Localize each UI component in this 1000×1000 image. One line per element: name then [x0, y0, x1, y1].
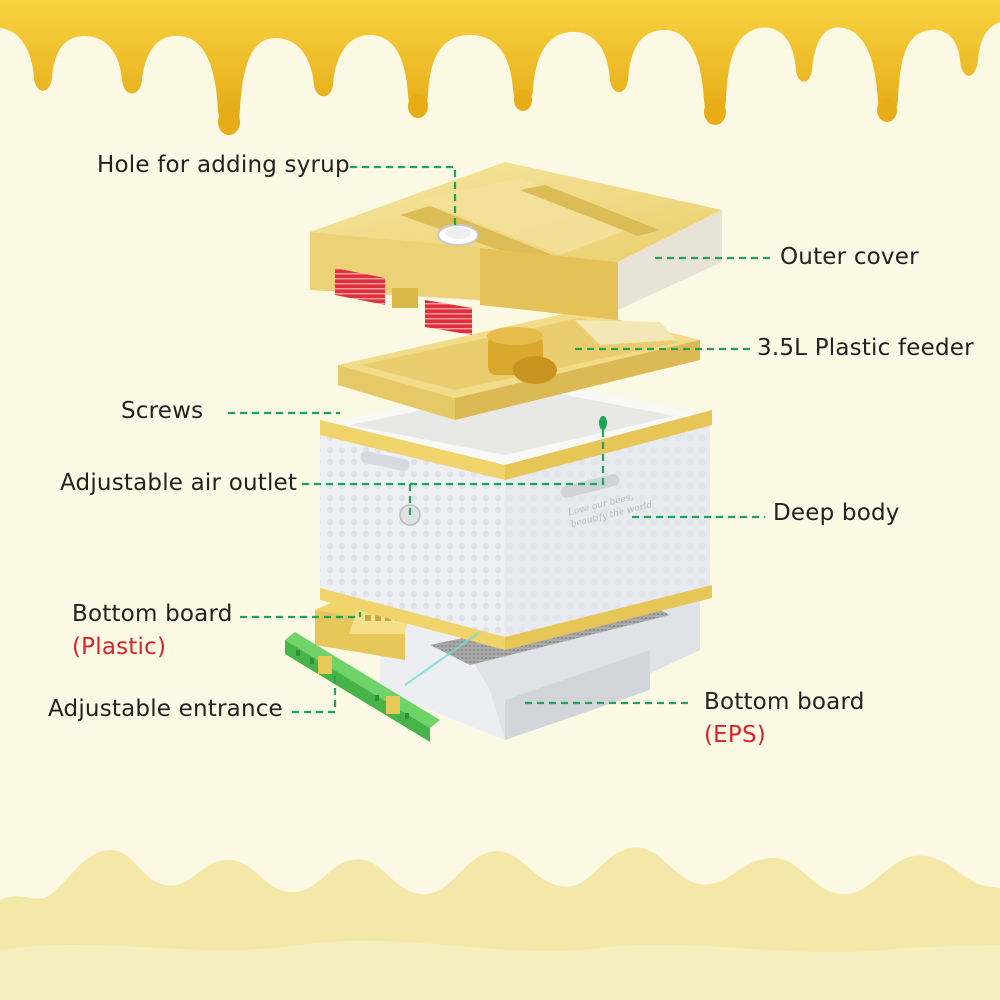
- entrance-reducer: [285, 632, 440, 742]
- outer-cover: [310, 162, 722, 335]
- label-outer-cover: Outer cover: [780, 244, 919, 270]
- honey-drip-icon: [0, 0, 1000, 135]
- label-plastic-feeder: 3.5L Plastic feeder: [757, 335, 974, 361]
- label-bottom-board-plastic: Bottom board: [72, 601, 233, 627]
- deep-body: [320, 378, 712, 650]
- label-bottom-board-eps: Bottom board: [704, 689, 865, 715]
- label-screws: Screws: [121, 398, 204, 424]
- label-air-outlet: Adjustable air outlet: [60, 470, 298, 496]
- label-deep-body: Deep body: [773, 500, 900, 526]
- label-entrance: Adjustable entrance: [48, 696, 283, 722]
- leader-lines: [228, 165, 770, 714]
- label-syrup-hole: Hole for adding syrup: [97, 152, 350, 178]
- plastic-feeder: [338, 310, 700, 420]
- label-bottom-eps-material: (EPS): [704, 722, 766, 748]
- label-bottom-plastic-material: (Plastic): [72, 634, 167, 660]
- cream-wave-icon: [0, 847, 1000, 1000]
